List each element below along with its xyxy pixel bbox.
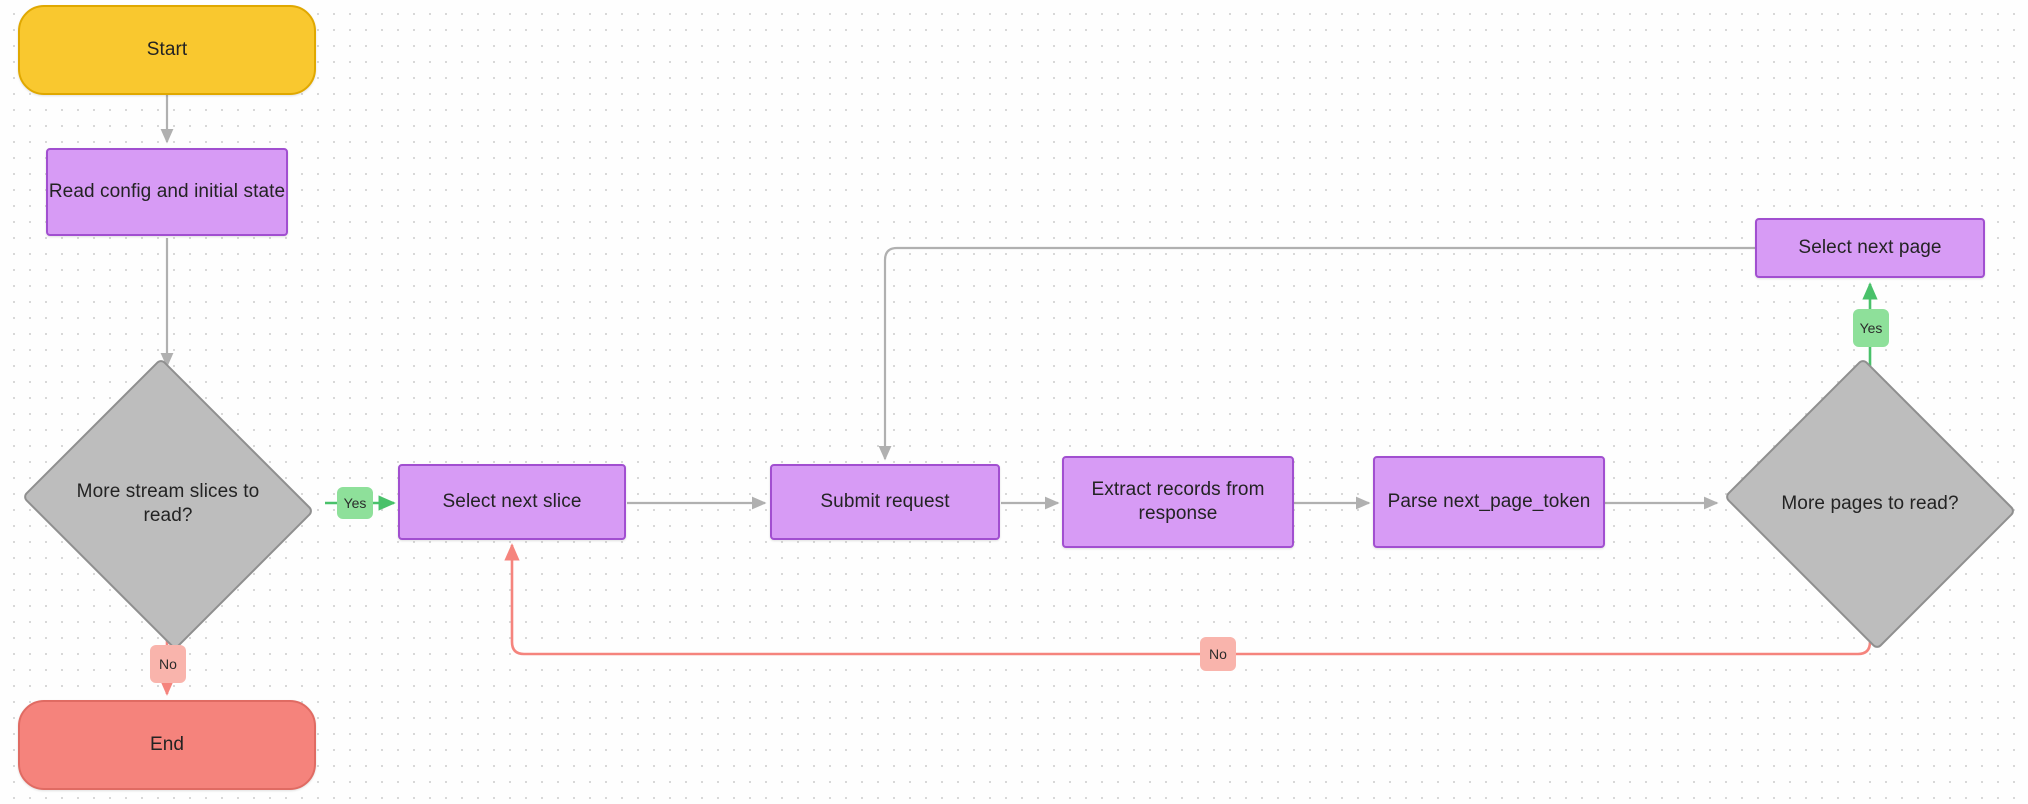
node-end[interactable]: End: [18, 700, 316, 790]
edge-label-slices-no-text: No: [159, 656, 177, 672]
node-start-label: Start: [146, 39, 188, 61]
node-more-stream-slices-label: More stream slices to read?: [76, 481, 260, 526]
node-parse-next-page-token-label: Parse next_page_token: [1387, 491, 1591, 513]
node-start[interactable]: Start: [18, 5, 316, 95]
node-extract-records[interactable]: Extract records from response: [1062, 456, 1294, 548]
node-extract-records-label: Extract records from response: [1091, 479, 1265, 524]
edge-label-pages-no-text: No: [1209, 646, 1227, 662]
edge-label-slices-no: No: [150, 645, 186, 683]
node-more-stream-slices[interactable]: More stream slices to read?: [18, 357, 318, 651]
node-submit-request[interactable]: Submit request: [770, 464, 1000, 540]
node-select-next-slice-label: Select next slice: [442, 491, 582, 513]
node-more-pages-to-read[interactable]: More pages to read?: [1720, 357, 2020, 651]
node-select-next-page-label: Select next page: [1798, 237, 1942, 259]
edge-label-pages-yes-text: Yes: [1859, 320, 1883, 336]
edge-more-pages-no-to-select-slice: [504, 543, 1872, 656]
node-read-config-label: Read config and initial state: [48, 181, 286, 203]
edge-label-pages-no: No: [1200, 637, 1236, 671]
node-read-config[interactable]: Read config and initial state: [46, 148, 288, 236]
node-select-next-page[interactable]: Select next page: [1755, 218, 1985, 278]
node-select-next-slice[interactable]: Select next slice: [398, 464, 626, 540]
edge-label-slices-yes: Yes: [337, 487, 373, 519]
node-more-pages-to-read-label: More pages to read?: [1781, 493, 1959, 515]
edge-select-page-to-submit-request: [878, 246, 1755, 461]
node-parse-next-page-token[interactable]: Parse next_page_token: [1373, 456, 1605, 548]
node-submit-request-label: Submit request: [820, 491, 950, 513]
node-end-label: End: [149, 734, 185, 756]
edge-label-slices-yes-text: Yes: [343, 495, 367, 511]
edge-label-pages-yes: Yes: [1853, 309, 1889, 347]
